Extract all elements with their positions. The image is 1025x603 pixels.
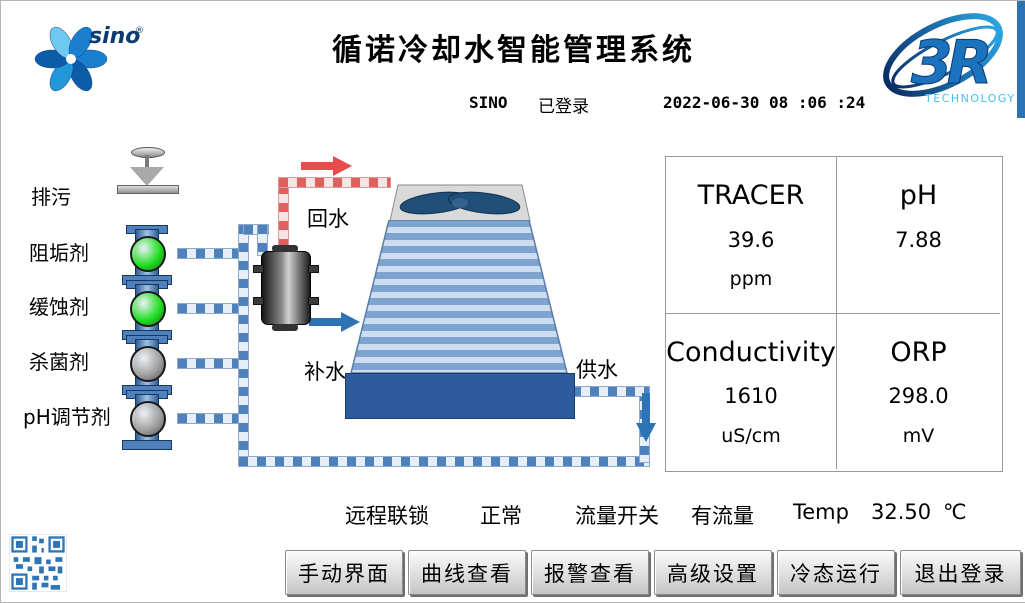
measurement-unit: uS/cm — [721, 424, 781, 447]
valve-stem — [145, 155, 149, 168]
cooling-tower-body — [350, 220, 568, 374]
flow-switch-label: 流量开关 — [575, 504, 659, 528]
pipe-dosing-3 — [177, 358, 239, 369]
3r-logo-text: 3R — [911, 28, 989, 98]
btn-curve-view[interactable]: 曲线查看 — [408, 550, 526, 595]
pipe-bottom-return — [238, 456, 650, 467]
pump-scale-inhibitor[interactable] — [119, 225, 175, 285]
vessel-flange — [253, 265, 264, 273]
return-water-label: 回水 — [307, 207, 349, 231]
pipe-dosing-2 — [177, 303, 239, 314]
valve-pipe-stub — [117, 185, 179, 194]
pump-biocide[interactable] — [119, 335, 175, 395]
qr-code — [9, 534, 67, 592]
pipe-dosing-4 — [177, 413, 239, 424]
vessel-flange — [308, 265, 319, 273]
3r-technology-logo: 3R TECHNOLOGY — [883, 13, 1016, 105]
return-flow-arrow — [301, 156, 352, 176]
cooling-tower-basin — [345, 373, 575, 419]
username: SINO — [469, 93, 508, 112]
temp-label: Temp — [793, 500, 849, 524]
label-ph-adjuster: pH调节剂 — [23, 405, 111, 429]
supply-flow-arrow — [636, 393, 656, 442]
remote-interlock-label: 远程联锁 — [345, 504, 429, 528]
flow-switch-value: 有流量 — [691, 504, 754, 528]
valve-body — [130, 167, 164, 186]
sino-logo-reg: ® — [135, 26, 143, 36]
temp-value: 32.50 — [871, 500, 932, 524]
pipe-main-vertical — [238, 224, 249, 467]
vessel-flange — [308, 297, 319, 305]
btn-alarm-view[interactable]: 报警查看 — [531, 550, 649, 595]
label-scale-inhibitor: 阻垢剂 — [29, 241, 89, 265]
vessel-flange — [253, 297, 264, 305]
cooling-tower-fan — [389, 184, 531, 222]
vessel-bottom-cap — [272, 324, 298, 331]
sino-logo: sino ® — [34, 24, 143, 92]
makeup-water-label: 补水 — [304, 360, 346, 384]
pipe-dosing-1 — [177, 248, 239, 259]
remote-interlock-value: 正常 — [480, 504, 522, 528]
pump-base-flange — [122, 440, 172, 450]
measurement-ph: pH 7.88 — [837, 157, 1000, 314]
login-status: 已登录 — [538, 97, 589, 117]
3r-logo-subtext: TECHNOLOGY — [924, 92, 1016, 105]
measurement-value: 7.88 — [895, 227, 942, 252]
measurement-unit: ppm — [729, 268, 773, 291]
label-corrosion-inhibitor: 缓蚀剂 — [29, 295, 89, 319]
measurement-conductivity: Conductivity 1610 uS/cm — [666, 314, 837, 469]
measurement-value: 39.6 — [727, 227, 775, 252]
datetime: 2022-06-30 08 :06 :24 — [663, 93, 866, 112]
supply-water-label: 供水 — [576, 358, 618, 382]
measurement-value: 1610 — [724, 384, 778, 408]
vessel-top-cap — [272, 245, 298, 252]
btn-manual-screen[interactable]: 手动界面 — [285, 550, 403, 595]
pump-run-indicator — [130, 346, 166, 382]
measurement-label: TRACER — [697, 179, 805, 211]
measurement-value: 298.0 — [888, 384, 949, 408]
measurement-panel: TRACER 39.6 ppm pH 7.88 Conductivity 161… — [665, 156, 1003, 472]
bypass-filter-vessel[interactable] — [253, 245, 319, 331]
blowdown-valve-icon[interactable] — [117, 147, 179, 199]
measurement-tracer: TRACER 39.6 ppm — [666, 157, 837, 314]
nav-button-bar: 手动界面 曲线查看 报警查看 高级设置 冷态运行 退出登录 — [285, 550, 1021, 595]
measurement-label: Conductivity — [666, 336, 836, 368]
measurement-label: ORP — [890, 336, 947, 368]
pump-run-indicator — [130, 291, 166, 327]
btn-cold-run[interactable]: 冷态运行 — [777, 550, 895, 595]
pump-run-indicator — [130, 401, 166, 437]
label-blowdown: 排污 — [31, 185, 71, 209]
sino-logo-text: sino — [89, 24, 140, 49]
pump-corrosion-inhibitor[interactable] — [119, 280, 175, 340]
makeup-flow-arrow — [309, 312, 360, 332]
pump-run-indicator — [130, 236, 166, 272]
logo-accent-bar — [1017, 1, 1025, 118]
label-biocide: 杀菌剂 — [29, 350, 89, 374]
pipe-vessel-elbow — [243, 224, 269, 235]
page-title: 循诺冷却水智能管理系统 — [332, 33, 695, 68]
btn-advanced-settings[interactable]: 高级设置 — [654, 550, 772, 595]
pump-ph-adjuster[interactable] — [119, 390, 175, 450]
measurement-label: pH — [899, 179, 938, 211]
measurement-unit: mV — [902, 424, 935, 447]
btn-logout[interactable]: 退出登录 — [900, 550, 1021, 595]
pipe-return-horizontal — [278, 177, 391, 188]
temp-unit: ℃ — [943, 500, 967, 524]
measurement-orp: ORP 298.0 mV — [837, 314, 1000, 469]
pipe-return-vertical — [278, 184, 289, 254]
